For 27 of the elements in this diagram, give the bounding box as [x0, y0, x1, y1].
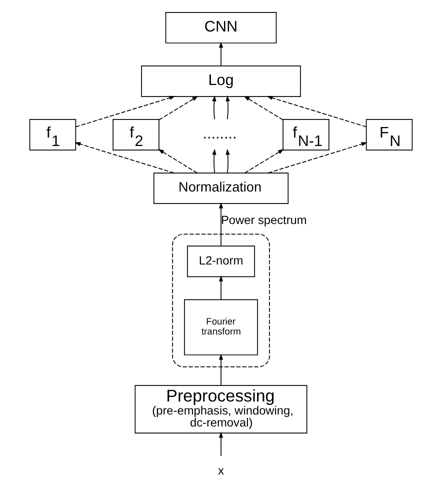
arrow: [74, 95, 175, 127]
arrow: [158, 96, 198, 120]
node-text: ........: [202, 125, 236, 142]
arrow: [218, 274, 223, 300]
arrow: [218, 353, 223, 386]
arrow: [244, 148, 284, 173]
arrow: [74, 142, 174, 173]
arrow: [225, 148, 230, 173]
node-box: Fourier transform: [184, 298, 258, 355]
edge-label: Power spectrum: [220, 212, 306, 227]
node-box: Preprocessing (pre-emphasis, windowing, dc-removal): [134, 384, 307, 433]
cluster: [172, 233, 270, 367]
arrow: [266, 95, 366, 127]
arrow: [212, 94, 216, 120]
arrow: [218, 431, 223, 456]
arrow: [267, 142, 367, 173]
node-box: Log: [140, 65, 300, 96]
arrow: [225, 94, 230, 120]
arrow: [212, 148, 216, 173]
arrow: [218, 202, 223, 246]
arrow: [158, 148, 198, 173]
node-box: CNN: [164, 11, 276, 43]
node-text: x: [218, 462, 224, 477]
node-box: Normalization: [152, 172, 288, 204]
arrow: [243, 96, 283, 120]
arrow: [218, 41, 223, 66]
node-box: L2-norm: [186, 245, 254, 277]
